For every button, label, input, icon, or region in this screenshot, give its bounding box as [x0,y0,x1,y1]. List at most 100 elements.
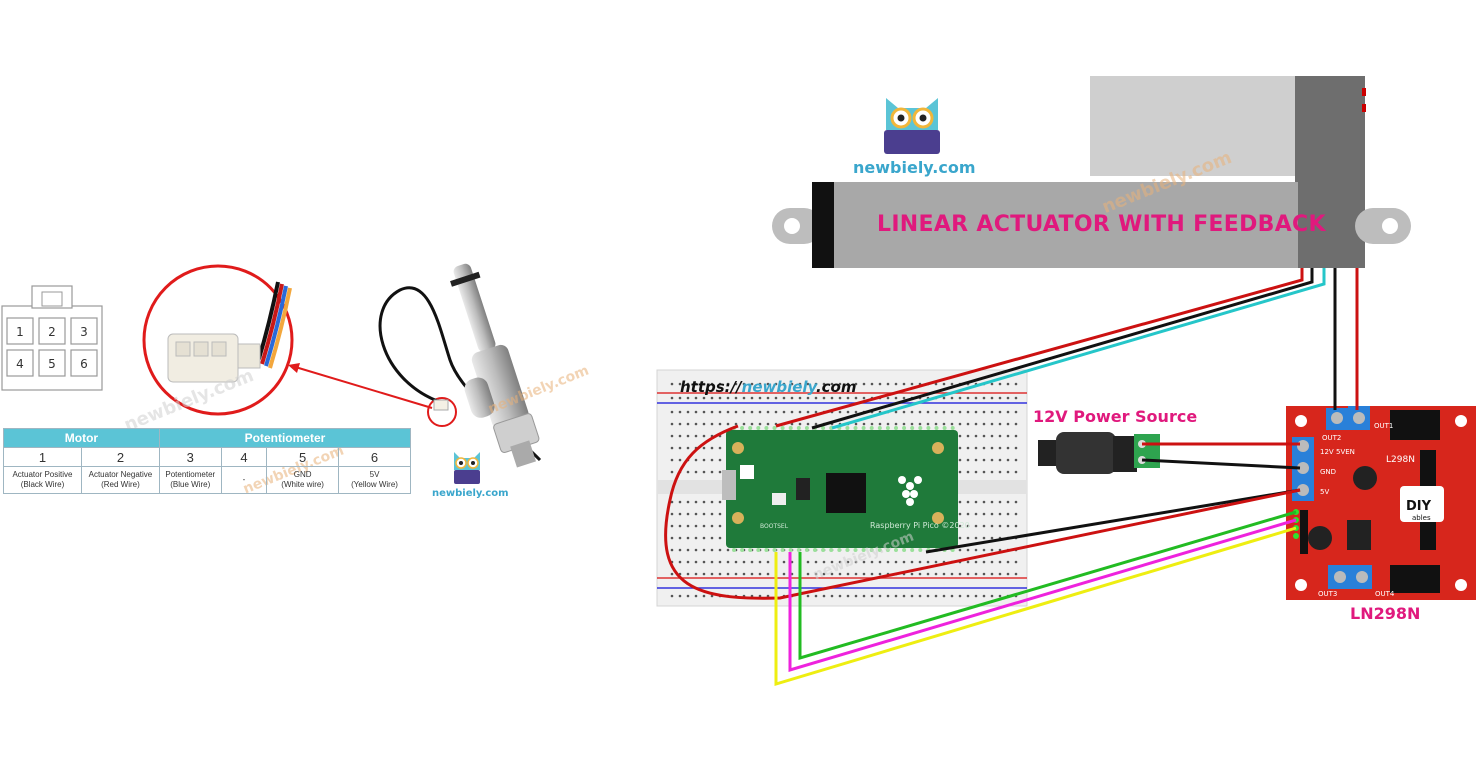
breadboard-hole [966,458,970,462]
breadboard-hole [726,422,730,426]
breadboard-hole [678,410,682,414]
breadboard-hole [998,500,1002,504]
breadboard-hole [862,572,866,576]
breadboard-hole [702,458,706,462]
breadboard-hole [702,572,706,576]
breadboard-hole [838,572,842,576]
breadboard-hole [750,382,754,386]
breadboard-hole [990,396,994,400]
breadboard-hole [1006,382,1010,386]
breadboard-hole [1006,512,1010,516]
breadboard-hole [838,410,842,414]
breadboard-hole [998,572,1002,576]
breadboard-hole [998,422,1002,426]
breadboard-hole [838,594,842,598]
breadboard-hole [766,572,770,576]
breadboard-hole [966,572,970,576]
breadboard-hole [934,382,938,386]
breadboard-hole [950,422,954,426]
breadboard-hole [1006,422,1010,426]
breadboard-hole [670,382,674,386]
breadboard-hole [686,560,690,564]
breadboard-hole [710,594,714,598]
breadboard-hole [710,512,714,516]
breadboard-hole [806,560,810,564]
table-cell: 5 [266,447,340,467]
breadboard-hole [982,572,986,576]
breadboard-hole [806,572,810,576]
breadboard-hole [974,422,978,426]
breadboard-hole [998,446,1002,450]
breadboard-hole [830,572,834,576]
breadboard-hole [766,560,770,564]
breadboard-hole [718,536,722,540]
breadboard-hole [702,434,706,438]
breadboard-hole [734,422,738,426]
pin-label-5: 5 [48,357,56,371]
pico-pin [902,548,907,552]
breadboard-hole [854,422,858,426]
driver-label: LN298N [1350,604,1421,623]
breadboard-hole [766,410,770,414]
pin-desc: 5V [369,470,380,479]
breadboard-hole [790,396,794,400]
breadboard-hole [1014,422,1018,426]
breadboard-hole [862,396,866,400]
breadboard-hole [958,470,962,474]
breadboard-hole [998,410,1002,414]
l298n-driver: DIY ables OUT1 OUT2 OUT3 OUT4 12V GND 5V… [1286,406,1476,600]
breadboard-hole [686,382,690,386]
breadboard-hole [854,560,858,564]
breadboard-hole [950,594,954,598]
pico-pin [756,426,761,430]
breadboard-hole [782,410,786,414]
breadboard-hole [974,594,978,598]
breadboard-hole [710,382,714,386]
breadboard-hole [974,458,978,462]
label-5ven: 5VEN [1336,448,1355,456]
breadboard-hole [710,410,714,414]
breadboard-hole [694,434,698,438]
breadboard-hole [814,382,818,386]
breadboard-hole [998,382,1002,386]
breadboard-hole [702,470,706,474]
breadboard-hole [742,382,746,386]
breadboard-hole [910,410,914,414]
breadboard-hole [934,594,938,598]
breadboard-hole [710,470,714,474]
breadboard-hole [678,434,682,438]
breadboard-hole [886,382,890,386]
breadboard-hole [702,536,706,540]
breadboard-hole [942,594,946,598]
breadboard-hole [846,572,850,576]
breadboard-hole [966,500,970,504]
breadboard-hole [830,560,834,564]
pin-label-3: 3 [80,325,88,339]
pico-pin [780,426,785,430]
breadboard-hole [974,524,978,528]
breadboard-hole [966,446,970,450]
breadboard-hole [990,512,994,516]
breadboard-hole [990,560,994,564]
power-source-label: 12V Power Source [1033,407,1198,426]
breadboard-hole [686,524,690,528]
breadboard-hole [822,560,826,564]
breadboard-hole [990,434,994,438]
pico-pin [918,426,923,430]
breadboard-hole [702,524,706,528]
breadboard-hole [910,560,914,564]
breadboard-hole [758,382,762,386]
breadboard-hole [942,572,946,576]
pin-desc: (Yellow Wire) [351,480,398,489]
breadboard-hole [1006,470,1010,474]
breadboard-hole [894,422,898,426]
breadboard-hole [702,446,706,450]
breadboard-hole [870,382,874,386]
breadboard-hole [886,396,890,400]
breadboard-hole [982,446,986,450]
breadboard-hole [678,560,682,564]
breadboard-hole [670,536,674,540]
breadboard-hole [686,594,690,598]
breadboard-hole [878,572,882,576]
breadboard-hole [966,422,970,426]
